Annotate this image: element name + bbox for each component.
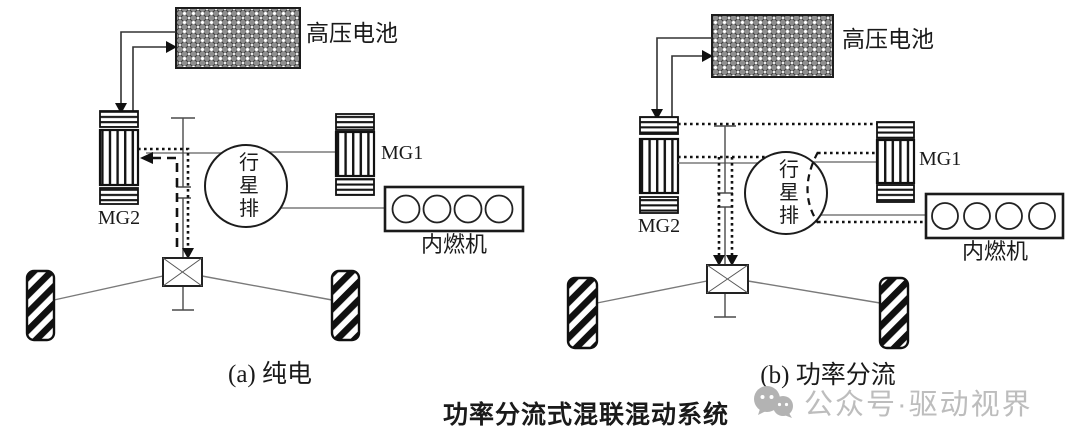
mg1-machine — [875, 121, 916, 203]
dashed-flow-line — [152, 156, 179, 251]
wechat-icon — [754, 386, 793, 418]
battery-box — [711, 14, 834, 78]
dotted-flow-line — [138, 147, 190, 249]
planetary-gear-circle — [204, 144, 288, 228]
output-shaft — [714, 125, 736, 318]
diagram-a-graphics — [25, 7, 525, 342]
mg1-machine — [334, 113, 376, 196]
engine-label-b: 内燃机 — [961, 239, 1029, 264]
arrow-down-icon — [182, 248, 194, 259]
battery-box — [175, 7, 301, 69]
ring-gear-arc — [806, 151, 819, 224]
engine-box — [383, 185, 525, 233]
battery-mg2-connectors — [120, 31, 176, 112]
caption-b: (b) 功率分流 — [760, 362, 896, 389]
arrow-down-icon — [651, 109, 663, 120]
figure-title: 功率分流式混联混动系统 — [442, 401, 730, 429]
wheel-right — [330, 269, 361, 342]
arrow-down-icon — [726, 255, 738, 266]
arrow-left-icon — [140, 152, 153, 164]
caption-a: (a) 纯电 — [228, 361, 312, 388]
planetary-gear-circle — [744, 151, 828, 235]
mg1-label-a: MG1 — [381, 142, 424, 164]
battery-label-b: 高压电池 — [842, 27, 934, 52]
wheel-left — [25, 269, 56, 342]
battery-mg2-connectors — [656, 37, 712, 117]
differential-box — [706, 264, 749, 294]
diagram-b-graphics — [566, 14, 1065, 350]
wheel-left — [566, 276, 599, 350]
planetary-label-b: 行星排 — [775, 158, 798, 228]
watermark: 公众号·驱动视界 — [750, 381, 1033, 423]
differential-box — [162, 257, 203, 287]
engine-box — [924, 192, 1065, 240]
dotted-flow-lines — [678, 122, 926, 256]
mg2-label-b: MG2 — [637, 215, 681, 237]
mg1-label-b: MG1 — [919, 148, 962, 170]
mg2-machine — [98, 110, 140, 205]
mg2-label-a: MG2 — [97, 207, 141, 229]
wheel-right — [878, 276, 910, 350]
watermark-text: 公众号·驱动视界 — [804, 389, 1033, 421]
arrow-right-icon — [702, 50, 713, 62]
output-shaft — [171, 117, 195, 311]
arrow-right-icon — [166, 41, 177, 53]
planetary-label-a: 行星排 — [235, 151, 258, 221]
mechanical-links — [53, 151, 385, 301]
engine-label-a: 内燃机 — [420, 232, 488, 257]
battery-label-a: 高压电池 — [306, 21, 398, 46]
mg2-machine — [638, 116, 680, 214]
arrow-down-icon — [115, 103, 127, 114]
arrow-down-icon — [713, 255, 725, 266]
